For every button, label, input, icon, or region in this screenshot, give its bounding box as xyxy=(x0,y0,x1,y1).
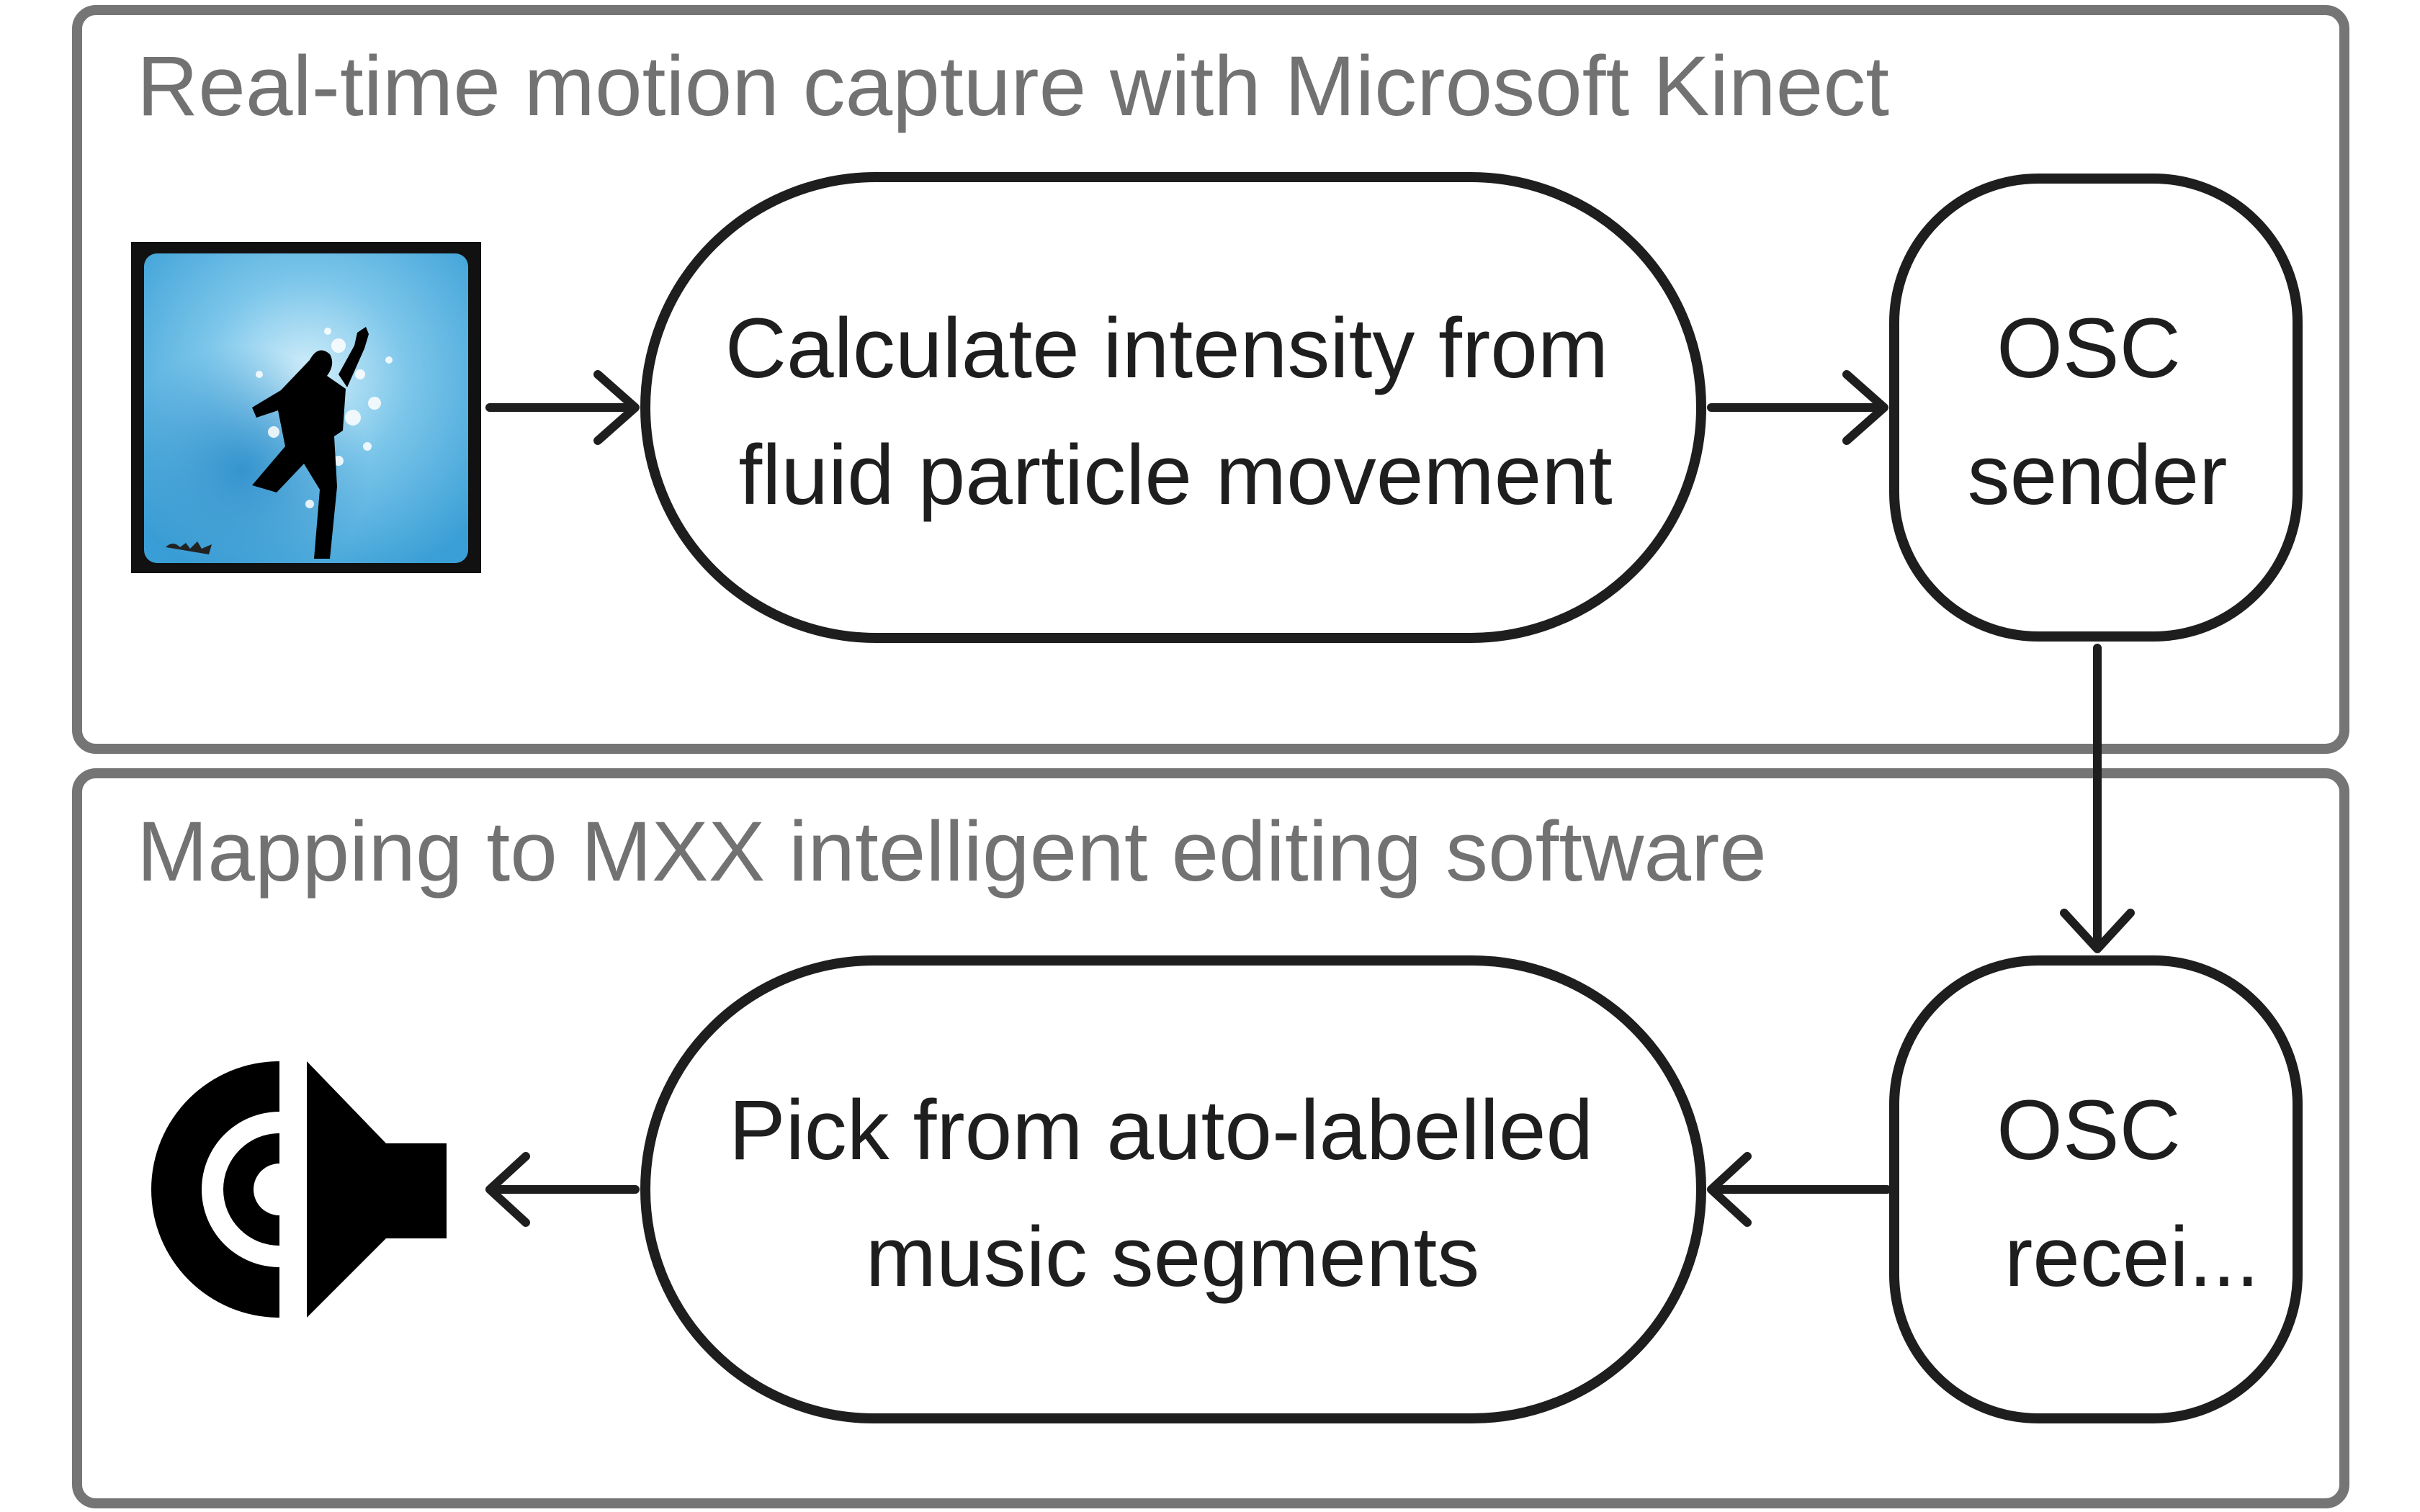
arrow-image-to-intensity xyxy=(485,370,640,445)
intensity-node: Calculate intensity from fluid particle … xyxy=(640,172,1706,643)
osc-receiver-line2: recei... xyxy=(2004,1210,2259,1305)
pick-node: Pick from auto-labelled music segments xyxy=(640,955,1706,1423)
mapping-panel xyxy=(72,768,2349,1508)
pick-node-line1: Pick from auto-labelled xyxy=(729,1083,1593,1178)
speaker-icon xyxy=(151,1061,447,1318)
capture-panel xyxy=(72,5,2349,754)
arrow-pick-to-speaker xyxy=(485,1152,640,1227)
arrow-sender-to-receiver xyxy=(2060,644,2135,953)
capture-panel-title: Real-time motion capture with Microsoft … xyxy=(137,39,1889,134)
osc-receiver-line1: OSC xyxy=(1996,1083,2181,1178)
osc-receiver-node: OSC recei... xyxy=(1889,955,2303,1423)
osc-sender-line2: sender xyxy=(1968,428,2228,523)
osc-sender-line1: OSC xyxy=(1996,301,2181,396)
pick-node-line2: music segments xyxy=(866,1210,1480,1305)
osc-sender-node: OSC sender xyxy=(1889,174,2303,642)
mapping-panel-title: Mapping to MXX intelligent editing softw… xyxy=(137,804,1767,899)
dancer-silhouette-icon xyxy=(131,242,481,573)
intensity-node-line2: fluid particle movement xyxy=(738,428,1612,523)
intensity-node-line1: Calculate intensity from xyxy=(725,301,1608,396)
arrow-intensity-to-sender xyxy=(1707,370,1888,445)
arrow-receiver-to-pick xyxy=(1707,1152,1891,1227)
